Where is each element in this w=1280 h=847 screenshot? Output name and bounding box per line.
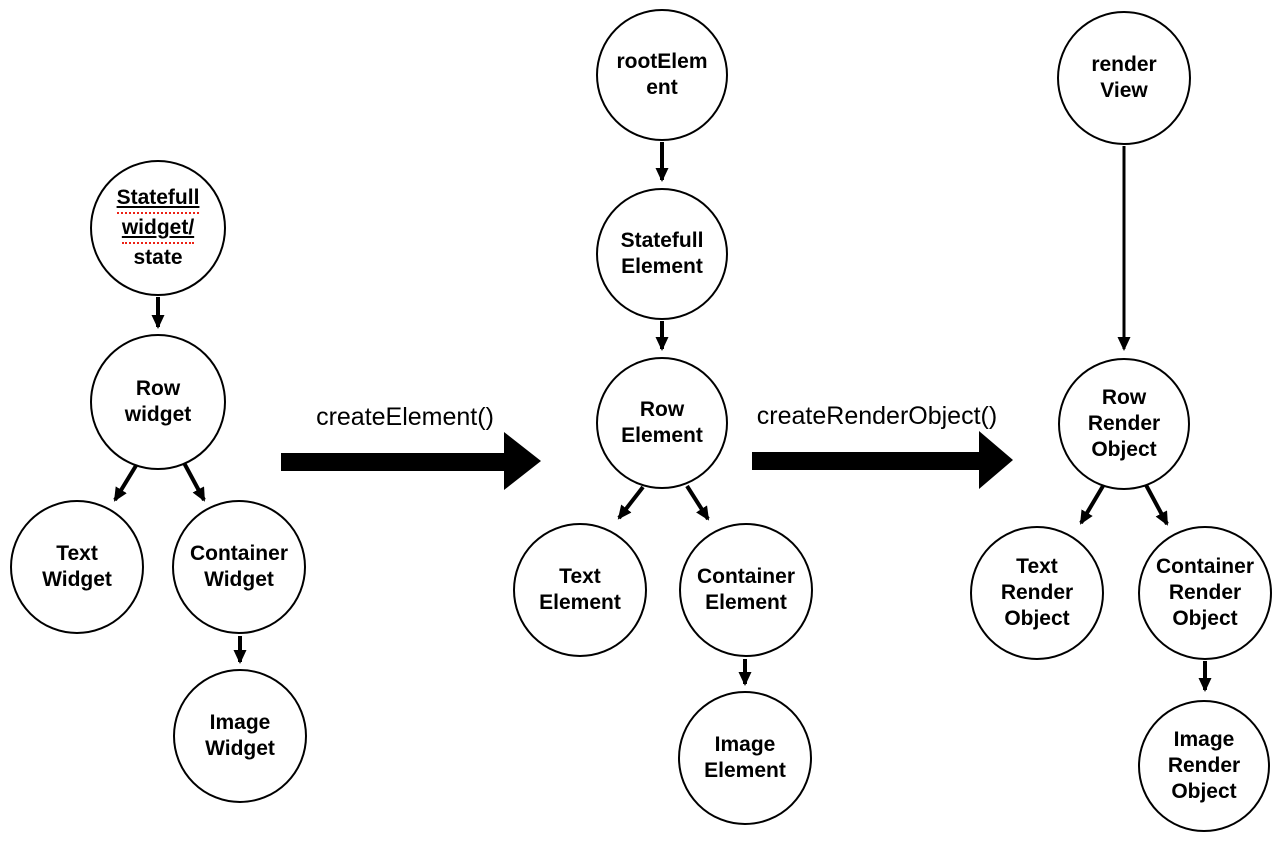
node-label: Row widget bbox=[124, 377, 192, 426]
node-image-render-object: Image Render Object bbox=[1138, 700, 1270, 832]
node-label-line: state bbox=[133, 246, 183, 269]
node-label: Row Element bbox=[621, 398, 703, 447]
node-label: Image Render Object bbox=[1167, 728, 1241, 803]
node-label-line: widget/ bbox=[121, 215, 195, 244]
node-text-widget: Text Widget bbox=[10, 500, 144, 634]
node-label: Statefull widget/ state bbox=[116, 185, 200, 271]
node-label: render View bbox=[1091, 53, 1157, 102]
node-container-element: Container Element bbox=[679, 523, 813, 657]
node-statefull-element: Statefull Element bbox=[596, 188, 728, 320]
node-label: Text Render Object bbox=[1000, 555, 1074, 630]
node-container-widget: Container Widget bbox=[172, 500, 306, 634]
edge-rowrenderobject-textrenderobject bbox=[1079, 484, 1105, 525]
node-label: Text Widget bbox=[42, 542, 112, 591]
transition-arrow-create-render-object bbox=[752, 431, 1013, 489]
node-row-element: Row Element bbox=[596, 357, 728, 489]
node-container-render-object: Container Render Object bbox=[1138, 526, 1272, 660]
node-label: Container Element bbox=[696, 565, 795, 614]
transition-arrow-create-element bbox=[281, 432, 541, 490]
node-label: rootElem ent bbox=[616, 50, 708, 99]
node-root-element: rootElem ent bbox=[596, 9, 728, 141]
node-text-element: Text Element bbox=[513, 523, 647, 657]
node-image-widget: Image Widget bbox=[173, 669, 307, 803]
node-label: Image Widget bbox=[205, 711, 275, 760]
transition-label-create-render-object: createRenderObject() bbox=[756, 402, 998, 430]
node-statefull-widget: Statefull widget/ state bbox=[90, 160, 226, 296]
node-label: Row Render Object bbox=[1087, 386, 1161, 461]
node-label: Container Widget bbox=[189, 542, 288, 591]
edge-rowelement-textelement bbox=[617, 485, 645, 520]
node-label: Text Element bbox=[539, 565, 621, 614]
edge-rowelement-containerelement bbox=[685, 484, 710, 521]
node-render-view: render View bbox=[1057, 11, 1191, 145]
node-image-element: Image Element bbox=[678, 691, 812, 825]
node-row-widget: Row widget bbox=[90, 334, 226, 470]
edge-rowwidget-textwidget bbox=[113, 462, 139, 502]
node-label-line: Statefull bbox=[116, 185, 200, 214]
transition-label-create-element: createElement() bbox=[316, 403, 494, 431]
node-row-render-object: Row Render Object bbox=[1058, 358, 1190, 490]
edge-rowwidget-containerwidget bbox=[181, 460, 206, 502]
node-text-render-object: Text Render Object bbox=[970, 526, 1104, 660]
node-label: Image Element bbox=[704, 733, 786, 782]
node-label: Container Render Object bbox=[1155, 555, 1254, 630]
node-label: Statefull Element bbox=[620, 229, 704, 278]
edge-rowrenderobject-containerrenderobject bbox=[1144, 484, 1169, 526]
